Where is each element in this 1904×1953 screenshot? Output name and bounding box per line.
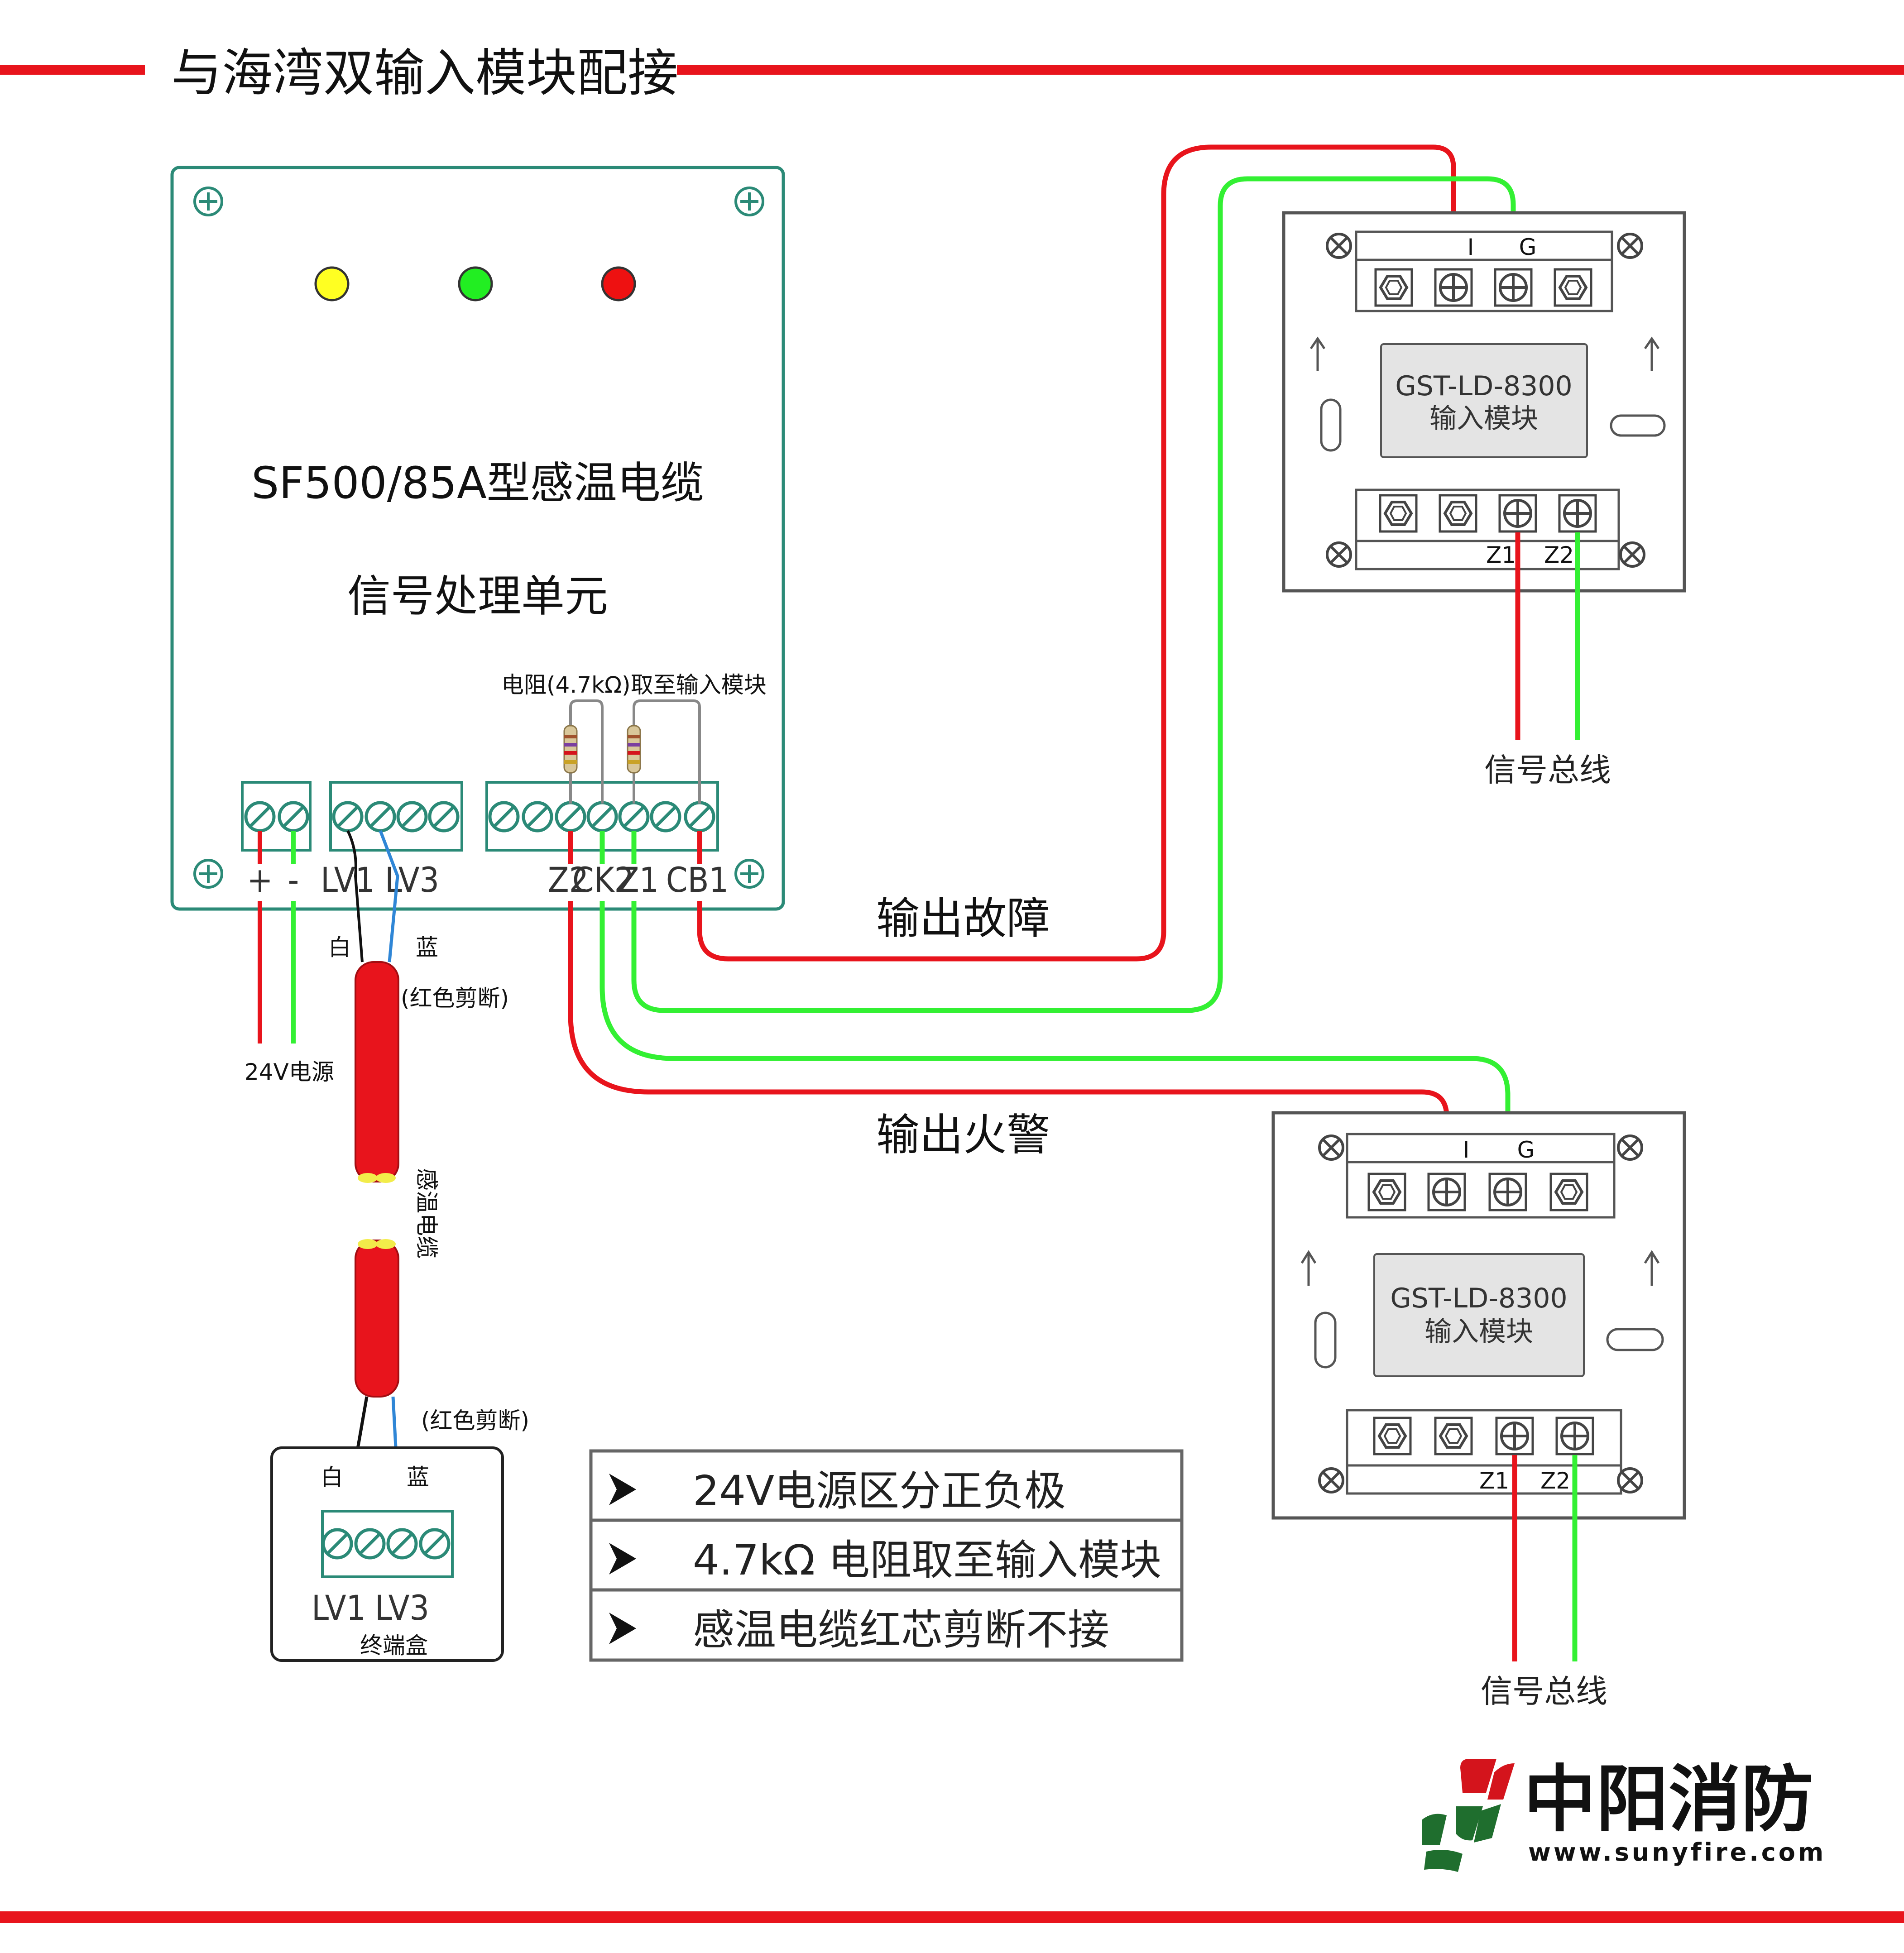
module-top-name: 输入模块 <box>1429 403 1538 435</box>
module-bottom-model: GST-LD-8300 <box>1390 1283 1567 1314</box>
end-box-label-blue: 蓝 <box>407 1464 429 1490</box>
cable-segment-upper <box>355 961 399 1182</box>
output-fault-label: 输出故障 <box>876 893 1050 944</box>
page-title: 与海湾双输入模块配接 <box>171 44 678 103</box>
wire-fire-red <box>568 831 1449 1186</box>
end-box-lv3: LV3 <box>375 1588 429 1628</box>
title-bar-right <box>677 65 1904 75</box>
title-bar-left <box>0 65 145 75</box>
resistor-note: 电阻(4.7kΩ)取至输入模块 <box>501 672 767 698</box>
brand-logo-icon <box>1422 1759 1515 1872</box>
brand-name: 中阳消防 <box>1524 1757 1813 1842</box>
module-top-z1: Z1 <box>1486 542 1516 568</box>
unit-name: 信号处理单元 <box>347 571 608 622</box>
module-top-bus: 信号总线 <box>1484 752 1611 789</box>
end-box-name: 终端盒 <box>360 1632 428 1659</box>
resistor-icon <box>627 725 641 774</box>
red-cut-label-lower: (红色剪断) <box>421 1407 529 1434</box>
led-yellow <box>314 266 350 302</box>
cable-label: 感温电缆 <box>413 1168 440 1259</box>
wire-fire-green <box>599 831 1511 1186</box>
terminal-plus: + <box>247 860 273 900</box>
resistor-lead-2 <box>633 699 701 804</box>
wire-label-blue: 蓝 <box>416 934 438 961</box>
bottom-bar <box>0 1911 1904 1923</box>
terminal-z1: Z1 <box>618 860 659 900</box>
input-module-bottom <box>1271 1111 1686 1520</box>
module-bottom-z2: Z2 <box>1540 1468 1570 1494</box>
resistor-icon <box>563 725 578 774</box>
terminal-z2: Z2 <box>548 860 589 900</box>
led-green <box>458 266 493 302</box>
unit-model: SF500/85A型感温电缆 <box>251 458 704 508</box>
cable-core <box>358 1173 378 1183</box>
note-3: 感温电缆红芯剪断不接 <box>693 1606 1109 1654</box>
signal-processing-unit <box>170 166 785 911</box>
wire-fault-red <box>697 144 1456 962</box>
red-cut-label-upper: (红色剪断) <box>401 985 509 1011</box>
module-bottom-i: I <box>1463 1137 1470 1163</box>
module-top-model: GST-LD-8300 <box>1395 370 1572 402</box>
module-top-i: I <box>1468 234 1474 260</box>
cable-segment-lower <box>355 1240 399 1398</box>
cable-core <box>376 1239 396 1249</box>
notes-table <box>589 1449 1184 1662</box>
wire-fault-green <box>631 176 1516 1013</box>
cable-core <box>358 1239 378 1249</box>
wire-blue-upper <box>379 830 399 962</box>
bullet-arrow-icon <box>609 1474 636 1644</box>
module-bottom-name: 输入模块 <box>1424 1316 1533 1348</box>
wire-white-upper <box>346 830 364 962</box>
end-box-label-white: 白 <box>321 1464 343 1490</box>
terminal-minus: - <box>288 860 299 900</box>
end-box-lv1: LV1 <box>312 1588 366 1628</box>
power-label: 24V电源 <box>245 1059 334 1085</box>
led-red <box>601 266 636 302</box>
note-1: 24V电源区分正负极 <box>693 1467 1066 1515</box>
module-bottom-bus: 信号总线 <box>1481 1673 1607 1710</box>
brand-url: www.sunyfire.com <box>1528 1838 1826 1867</box>
output-fire-label: 输出火警 <box>876 1110 1050 1160</box>
module-bottom-g: G <box>1517 1137 1535 1163</box>
module-bottom-z1: Z1 <box>1479 1468 1509 1494</box>
module-top-g: G <box>1519 234 1537 260</box>
input-module-top <box>1282 211 1686 593</box>
module-top-z2: Z2 <box>1544 542 1574 568</box>
terminal-cb1: CB1 <box>666 860 729 900</box>
wire-label-white: 白 <box>328 934 351 961</box>
terminal-ck2: CK2 <box>572 860 634 900</box>
terminal-lv1: LV1 <box>321 860 375 900</box>
cable-core <box>376 1173 396 1183</box>
resistor-lead-1 <box>569 699 604 804</box>
note-2: 4.7kΩ 电阻取至输入模块 <box>693 1536 1161 1584</box>
